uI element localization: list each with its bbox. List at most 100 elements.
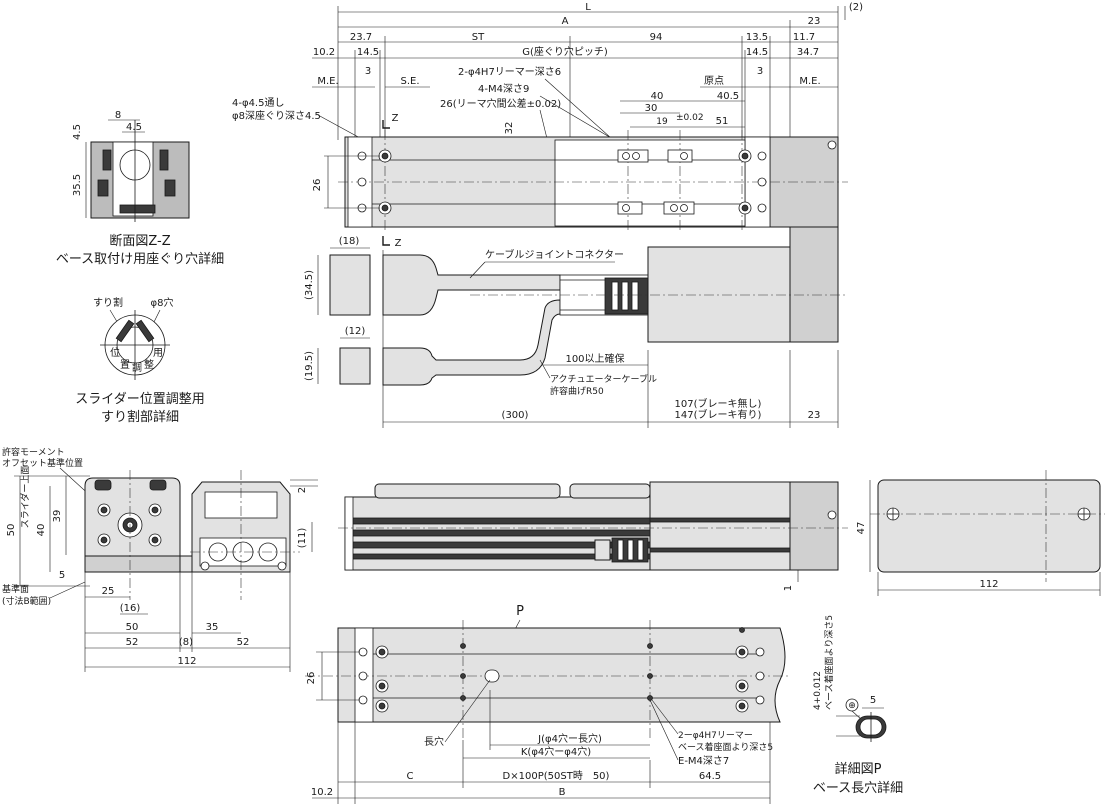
dim-112-end: 112 — [177, 656, 196, 667]
connector-block-lower — [339, 347, 371, 385]
dim-35-5: 35.5 — [72, 174, 83, 196]
dim-12: (12) — [345, 326, 366, 337]
dim-13-5: 13.5 — [746, 32, 768, 43]
label-bend-radius: 許容曲げR50 — [550, 385, 604, 397]
kanji-3: 調 — [132, 361, 142, 374]
dim-19: 19 — [656, 117, 668, 127]
dim-18: (18) — [339, 236, 360, 247]
cable-view: (18) (34.5) (12) (19.5) ケーブルジョイントコネクター 1… — [304, 226, 848, 428]
dim-D: D×100P(50ST時 50) — [503, 770, 610, 782]
dim-112-right: 112 — [979, 579, 998, 590]
dim-10-2-bottom: 10.2 — [311, 787, 333, 798]
label-reamer-bottom-2: ベース着座面より深さ5 — [678, 741, 773, 753]
label-depth-5: ベース着座面より深さ5 — [823, 615, 835, 710]
label-me-left: M.E. — [317, 76, 338, 87]
section-z-bottom: Z — [395, 238, 402, 249]
dim-4-5-depth: 4.5 — [72, 124, 83, 140]
dim-51: 51 — [716, 116, 729, 127]
label-offset-reference: オフセット基準位置 — [2, 457, 83, 469]
label-cable-connector: ケーブルジョイントコネクター — [485, 248, 624, 261]
motor-body — [647, 246, 791, 343]
dim-19-5: (19.5) — [304, 351, 315, 381]
label-reamer-top: 2-φ4H7リーマー深さ6 — [458, 66, 561, 78]
dim-C: C — [407, 771, 414, 782]
dim-4-tolerance: 4+0.012 — [813, 671, 823, 710]
label-m4-top: 4-M4深さ9 — [478, 83, 529, 95]
section-z-top: Z — [392, 113, 399, 124]
dim-B: B — [559, 787, 566, 798]
connector-block-upper — [329, 254, 371, 316]
dim-ST: ST — [472, 32, 485, 43]
side-view: 1 — [338, 481, 848, 591]
dim-10-2: 10.2 — [313, 47, 335, 58]
bottom-holes — [358, 627, 765, 713]
dim-J: J(φ4穴ー長穴) — [537, 732, 602, 745]
bottom-body — [337, 627, 786, 723]
label-dim-b-range: (寸法B範囲) — [2, 595, 51, 607]
detail-p-subtitle: ベース長穴詳細 — [813, 780, 903, 796]
dim-G: G(座ぐり穴ピッチ) — [522, 45, 608, 58]
label-actuator-cable: アクチュエーターケーブル — [550, 373, 657, 385]
dim-26-bottom: 26 — [306, 672, 317, 685]
dim-50-width: 50 — [126, 622, 139, 633]
section-zz-detail: 8 4.5 4.5 35.5 断面図Z-Z ベース取付け用座ぐり穴詳細 — [56, 110, 224, 267]
dim-A: A — [562, 16, 569, 27]
top-view: L (2) A 23 23.7 ST 94 13.5 11.7 10.2 14.… — [232, 2, 863, 249]
dim-14-5-right: 14.5 — [746, 47, 768, 58]
slider-holes — [617, 149, 695, 215]
kanji-1: 位 — [110, 346, 120, 359]
dim-50-height: 50 — [6, 524, 17, 537]
dim-23: 23 — [808, 16, 821, 27]
dim-47: 47 — [856, 522, 867, 535]
label-se: S.E. — [400, 76, 419, 87]
dim-K: K(φ4穴ーφ4穴) — [521, 745, 591, 758]
hole-mark: ⊕ — [848, 701, 856, 711]
dim-23-7: 23.7 — [350, 32, 372, 43]
label-hole-4-5: 4-φ4.5通し — [232, 97, 284, 109]
dim-34-5: (34.5) — [304, 270, 315, 300]
dim-11: (11) — [297, 528, 308, 549]
label-allowable-moment: 許容モーメント — [2, 446, 65, 458]
dim-34-7: 34.7 — [797, 47, 819, 58]
dim-147-brake: 147(ブレーキ有り) — [675, 408, 762, 421]
right-end-plate — [877, 479, 1101, 573]
dim-5: 5 — [59, 570, 65, 581]
cable-connector-upper — [382, 254, 561, 316]
dim-40-5: 40.5 — [717, 91, 739, 102]
kanji-2: 置 — [120, 359, 130, 371]
dim-3-left: 3 — [365, 66, 371, 77]
dim-39-height: 39 — [52, 510, 63, 523]
label-slit: すり割 — [93, 296, 123, 309]
dim-25: 25 — [102, 586, 115, 597]
label-reamer-tolerance: 26(リーマ穴間公差±0.02) — [440, 97, 561, 110]
label-reamer-bottom-1: 2ーφ4H7リーマー — [678, 731, 753, 741]
dim-35: 35 — [206, 622, 219, 633]
slit-title: スライダー位置調整用 — [75, 392, 204, 407]
dim-L: L — [585, 2, 591, 13]
section-title: 断面図Z-Z — [109, 234, 170, 249]
dim-52-left: 52 — [126, 637, 139, 648]
label-8-hole: φ8穴 — [151, 296, 174, 309]
section-subtitle: ベース取付け用座ぐり穴詳細 — [56, 251, 224, 267]
dim-32: 32 — [504, 122, 515, 135]
label-origin: 原点 — [704, 75, 724, 87]
label-slot: 長穴 — [424, 735, 444, 748]
label-counterbore: φ8深座ぐり深さ4.5 — [232, 109, 321, 122]
dim-3-right: 3 — [757, 66, 763, 77]
dim-8-gap: (8) — [179, 637, 193, 648]
dim-107-no-brake: 107(ブレーキ無し) — [675, 397, 762, 410]
dim-300: (300) — [502, 410, 529, 421]
dim-16: (16) — [120, 603, 141, 614]
dim-5-slot: 5 — [870, 695, 876, 706]
dim-4-5-width: 4.5 — [126, 122, 142, 133]
label-secure-100: 100以上確保 — [565, 352, 624, 365]
detail-p-title: 詳細図P — [835, 761, 882, 777]
slit-detail: すり割 φ8穴 位 置 調 整 用 スライダー位置調整用 すり割部詳細 — [75, 296, 204, 425]
label-base-surface: 基準面 — [2, 583, 29, 595]
dim-94: 94 — [650, 32, 663, 43]
dim-23-motor: 23 — [808, 410, 821, 421]
dim-40: 40 — [651, 91, 664, 102]
dim-2: (2) — [849, 2, 863, 13]
detail-p: 4+0.012 ベース着座面より深さ5 ⊕ 5 詳細図P ベース長穴詳細 — [813, 615, 903, 796]
